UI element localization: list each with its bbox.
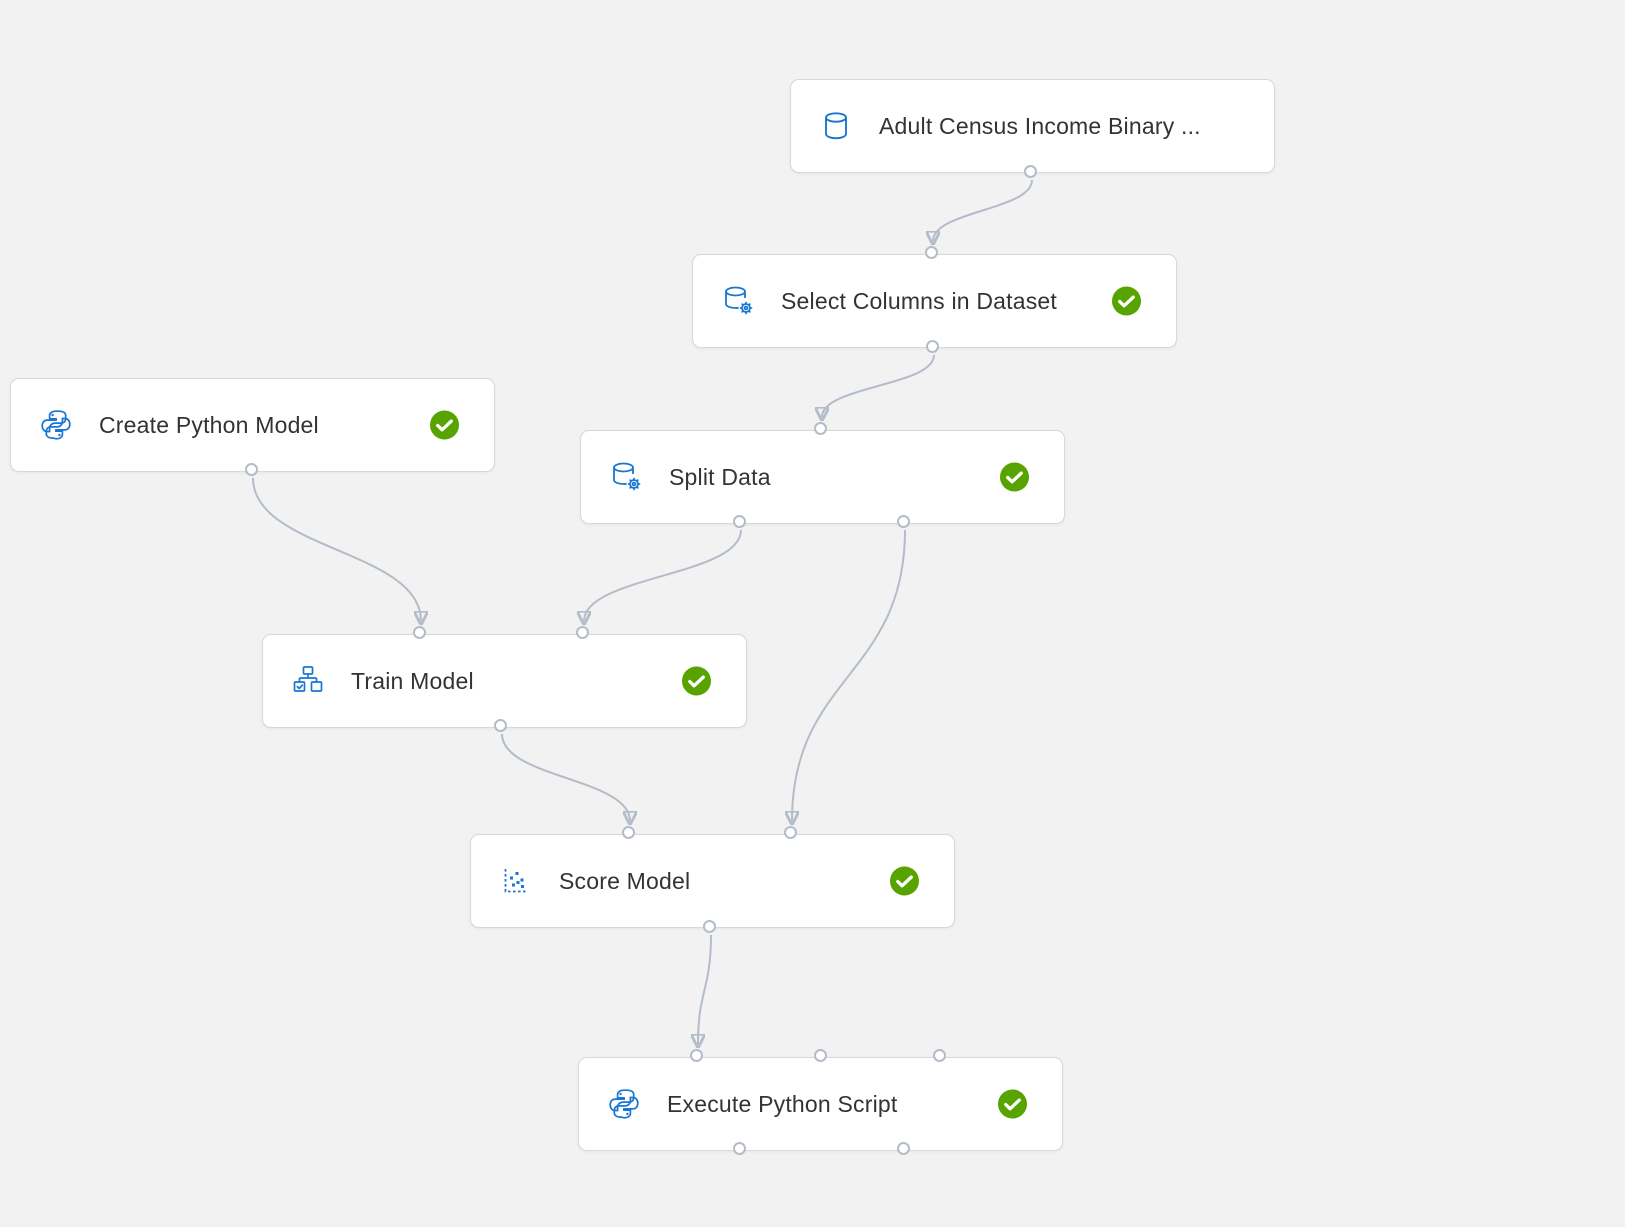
connection-dataset-to-select-columns[interactable] [933, 179, 1033, 241]
input-port-2-score-model[interactable] [784, 826, 797, 839]
node-label: Train Model [351, 667, 474, 694]
input-port-split-data[interactable] [814, 422, 827, 435]
output-port-create-python-model[interactable] [245, 463, 258, 476]
node-adult-census-income-dataset[interactable]: Adult Census Income Binary ... [790, 79, 1275, 173]
database-gear-icon [609, 460, 643, 494]
train-model-icon [291, 664, 325, 698]
status-succeeded-icon [429, 410, 460, 441]
connection-split-data-to-score-model[interactable] [792, 529, 906, 821]
connection-split-data-to-train-model[interactable] [584, 529, 742, 621]
output-port-select-columns[interactable] [926, 340, 939, 353]
database-gear-icon [721, 284, 755, 318]
node-create-python-model[interactable]: Create Python Model [10, 378, 495, 472]
input-port-1-train-model[interactable] [413, 626, 426, 639]
output-port-2-execute-python-script[interactable] [897, 1142, 910, 1155]
node-label: Split Data [669, 463, 771, 490]
connection-score-model-to-execute-python-script[interactable] [698, 934, 712, 1044]
python-icon [607, 1087, 641, 1121]
node-label: Create Python Model [99, 411, 319, 438]
node-label: Execute Python Script [667, 1090, 898, 1117]
database-icon [819, 109, 853, 143]
input-port-select-columns[interactable] [925, 246, 938, 259]
node-label: Select Columns in Dataset [781, 287, 1058, 314]
python-icon [39, 408, 73, 442]
input-port-1-score-model[interactable] [622, 826, 635, 839]
scatter-plot-icon [499, 864, 533, 898]
input-port-3-execute-python-script[interactable] [933, 1049, 946, 1062]
status-succeeded-icon [681, 666, 712, 697]
connection-train-model-to-score-model[interactable] [501, 733, 630, 821]
node-execute-python-script[interactable]: Execute Python Script [578, 1057, 1063, 1151]
input-port-1-execute-python-script[interactable] [690, 1049, 703, 1062]
node-split-data[interactable]: Split Data [580, 430, 1065, 524]
output-port-train-model[interactable] [494, 719, 507, 732]
status-succeeded-icon [997, 1089, 1028, 1120]
status-succeeded-icon [889, 866, 920, 897]
connection-create-python-model-to-train-model[interactable] [252, 477, 421, 621]
node-label: Adult Census Income Binary ... [879, 112, 1201, 139]
connection-select-columns-to-split-data[interactable] [822, 354, 935, 417]
input-port-2-train-model[interactable] [576, 626, 589, 639]
status-succeeded-icon [1111, 286, 1142, 317]
status-succeeded-icon [999, 462, 1030, 493]
output-port-dataset[interactable] [1024, 165, 1037, 178]
output-port-1-split-data[interactable] [733, 515, 746, 528]
node-label: Score Model [559, 867, 691, 894]
output-port-score-model[interactable] [703, 920, 716, 933]
node-score-model[interactable]: Score Model [470, 834, 955, 928]
node-select-columns-in-dataset[interactable]: Select Columns in Dataset [692, 254, 1177, 348]
input-port-2-execute-python-script[interactable] [814, 1049, 827, 1062]
output-port-1-execute-python-script[interactable] [733, 1142, 746, 1155]
output-port-2-split-data[interactable] [897, 515, 910, 528]
node-train-model[interactable]: Train Model [262, 634, 747, 728]
